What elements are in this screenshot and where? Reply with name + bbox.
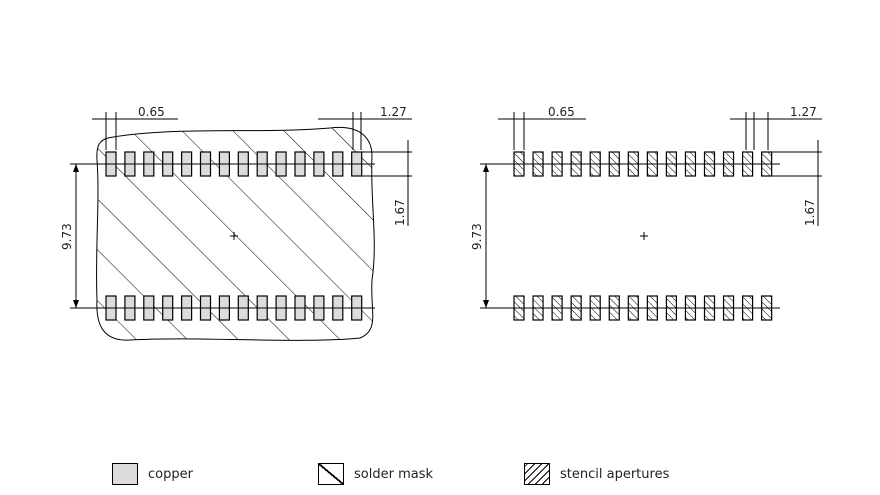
- pitch-dimension-label: 0.65: [548, 105, 575, 119]
- stencil-swatch: [524, 463, 550, 485]
- pitch-dimension-label: 0.65: [138, 105, 165, 119]
- copper-swatch: [112, 463, 138, 485]
- arrowhead: [483, 300, 489, 308]
- legend-solder-mask: solder mask: [318, 462, 433, 486]
- legend-copper-label: copper: [148, 466, 193, 482]
- right-footprint: 0.65 1.27 9.73 1.67: [470, 105, 822, 321]
- solder-mask-outline: [96, 126, 375, 341]
- pad-height-dimension-label: 1.67: [803, 199, 817, 226]
- legend-stencil-label: stencil apertures: [560, 466, 670, 482]
- legend-copper: copper: [112, 462, 193, 486]
- row-span-dimension-label: 9.73: [470, 223, 484, 250]
- pad-height-dimension-label: 1.67: [393, 199, 407, 226]
- pad-width-dimension-label: 1.27: [380, 105, 407, 119]
- arrowhead: [483, 164, 489, 172]
- legend-solder-mask-label: solder mask: [354, 466, 433, 482]
- arrowhead: [73, 300, 79, 308]
- left-footprint: 0.65 1.27 9.73 1.67: [60, 105, 412, 341]
- arrowhead: [73, 164, 79, 172]
- pad-width-dimension-label: 1.27: [790, 105, 817, 119]
- row-span-dimension-label: 9.73: [60, 223, 74, 250]
- solder-mask-swatch: [318, 463, 344, 485]
- legend-stencil: stencil apertures: [524, 462, 669, 486]
